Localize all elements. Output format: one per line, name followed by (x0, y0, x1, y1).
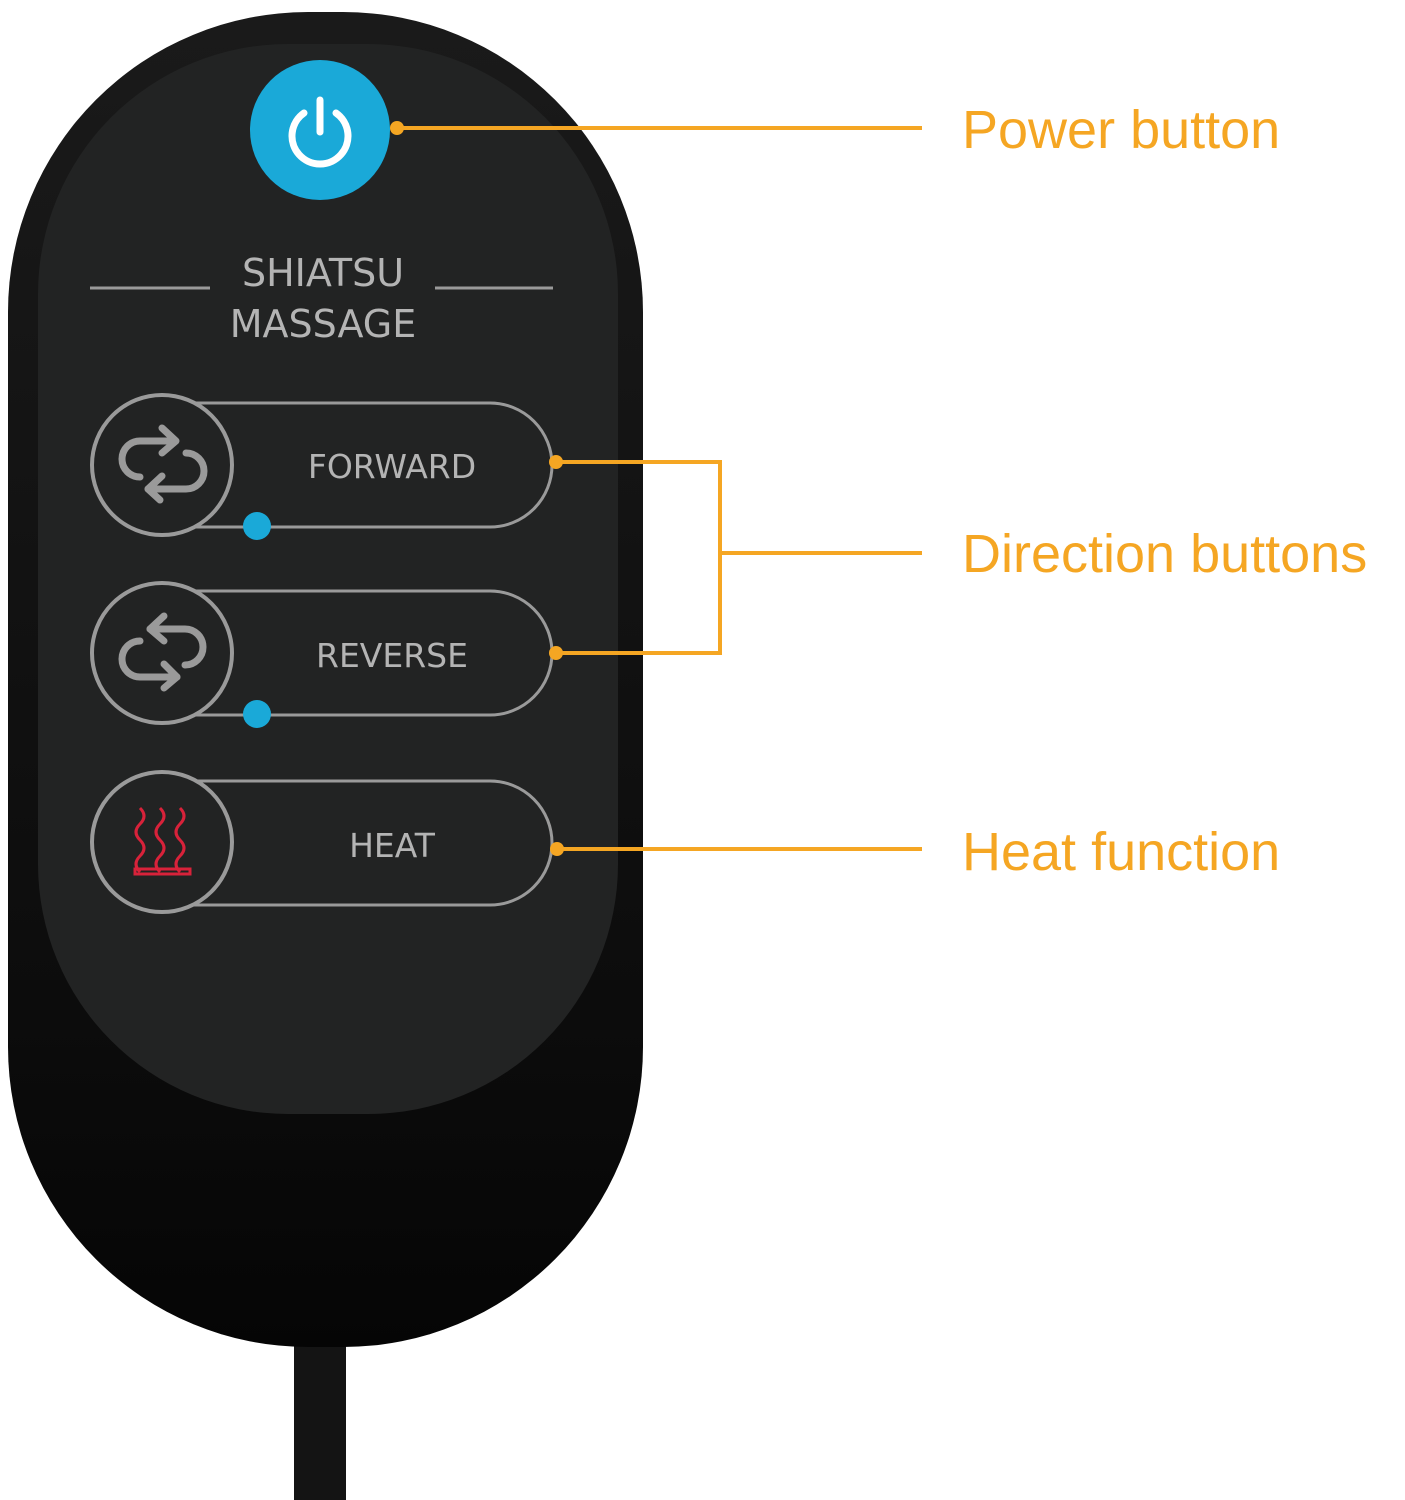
callout-dots (390, 121, 564, 856)
power-callout-label: Power button (962, 100, 1280, 160)
reverse-cycle-icon (118, 612, 207, 692)
power-button[interactable] (250, 60, 390, 200)
callout-lines (397, 126, 922, 851)
forward-cycle-icon (118, 424, 208, 504)
remote-face-panel (38, 44, 618, 1114)
direction-callout-bracket (556, 460, 922, 655)
forward-indicator-light (243, 512, 271, 540)
direction-callout-label: Direction buttons (962, 524, 1367, 584)
reverse-indicator-light (243, 700, 271, 728)
heading-line2: MASSAGE (230, 302, 417, 346)
heat-callout-label: Heat function (962, 822, 1280, 882)
heat-button[interactable]: HEAT (90, 770, 554, 914)
heat-label: HEAT (349, 826, 436, 865)
heading-line1: SHIATSU (242, 251, 404, 295)
forward-button[interactable]: FORWARD (90, 393, 554, 540)
power-icon (288, 96, 352, 168)
cable (294, 1330, 346, 1500)
reverse-button[interactable]: REVERSE (90, 581, 554, 728)
heat-icon (133, 806, 192, 876)
reverse-label: REVERSE (316, 636, 468, 675)
forward-label: FORWARD (308, 447, 476, 486)
